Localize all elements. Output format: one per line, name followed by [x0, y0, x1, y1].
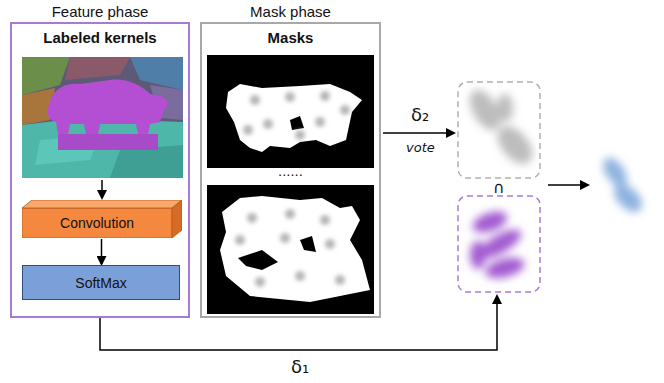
flow-arrow — [101, 180, 103, 198]
softmax-box: SoftMax — [22, 265, 180, 300]
phase-title: Feature phase — [12, 3, 188, 20]
panel-heading: Labeled kernels — [12, 29, 188, 46]
segmented-photo — [22, 57, 183, 178]
phase-title: Mask phase — [202, 3, 379, 20]
vote-result — [458, 82, 540, 178]
layer-name: Convolution — [60, 215, 134, 231]
mask-image — [207, 55, 374, 168]
convolution-layer: Convolution — [22, 200, 182, 238]
delta-label: δ₂ — [411, 104, 429, 125]
delta-label: δ₁ — [291, 356, 309, 377]
result-arrow — [548, 184, 588, 186]
phase-panel: Feature phaseLabeled kernelsConvolutionS… — [10, 22, 190, 318]
flow-arrow — [101, 239, 103, 264]
feature-path — [100, 296, 497, 350]
edge-label: vote — [406, 140, 435, 155]
vote-arrow — [383, 132, 454, 134]
intersection-symbol: ∩ — [493, 178, 505, 197]
layer-name: SoftMax — [75, 275, 126, 291]
ellipsis-label: ...... — [278, 164, 303, 179]
mask-image — [207, 185, 374, 314]
final-result — [598, 154, 647, 217]
feature-result — [458, 196, 540, 292]
panel-heading: Masks — [202, 29, 379, 46]
